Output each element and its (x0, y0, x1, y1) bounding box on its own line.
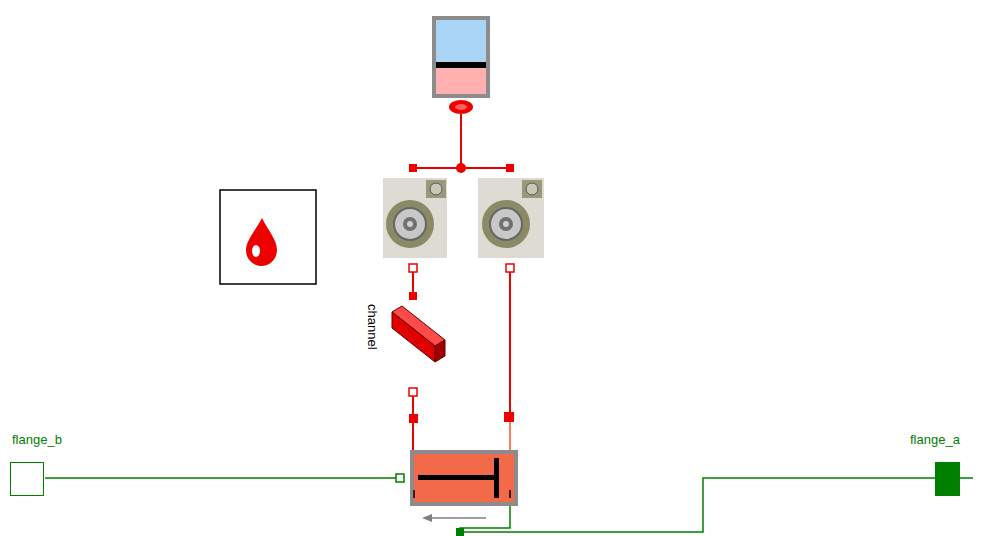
direction-arrow (422, 514, 432, 522)
medium-icon (252, 245, 260, 257)
pump-symbol (478, 178, 544, 258)
medium-icon (246, 218, 277, 266)
flange-wire (460, 478, 973, 532)
cylinder-symbol (396, 474, 404, 482)
cylinder-symbol (396, 450, 518, 506)
flange-wire (45, 477, 396, 479)
node-label: flange_a (910, 432, 960, 448)
cylinder-symbol (418, 475, 496, 480)
pump-symbol (478, 178, 544, 258)
fluid-port (409, 388, 417, 396)
tank-symbol (436, 20, 486, 62)
fluid-port (506, 164, 514, 172)
cylinder-symbol (410, 450, 518, 506)
medium-icon (220, 190, 316, 284)
fluid-port (506, 264, 514, 272)
tank-symbol (432, 16, 490, 114)
pump-symbol (490, 208, 522, 240)
fluid-port (456, 163, 466, 173)
direction-arrow (430, 517, 486, 519)
cylinder-symbol (509, 490, 511, 498)
pump-symbol (403, 217, 417, 231)
pump-symbol (386, 200, 434, 248)
medium-icon (220, 190, 316, 284)
channel-symbol (392, 306, 445, 362)
pump-symbol (522, 180, 542, 198)
flange-port (456, 528, 464, 536)
fluid-port (409, 264, 417, 272)
flange-wire (45, 478, 973, 532)
pump-symbol (499, 217, 513, 231)
pump-symbol (407, 221, 413, 227)
pump-symbol (526, 183, 538, 195)
fluid-pipe (413, 114, 510, 450)
node-label: channel (364, 304, 380, 350)
channel-symbol (392, 312, 435, 362)
fluid-pipe (509, 420, 511, 450)
fluid-pipe (509, 268, 511, 420)
fluid-pipe (412, 420, 414, 450)
pump-symbol (426, 180, 446, 198)
fluid-port (409, 414, 418, 423)
cylinder-symbol (494, 458, 499, 498)
flange-node: flange_b (10, 432, 64, 490)
pump-symbol (383, 178, 447, 258)
pump-symbol (503, 221, 509, 227)
pump-symbol (430, 183, 442, 195)
node-label: flange_b (12, 432, 62, 448)
tank-symbol (449, 100, 473, 114)
channel-node: channel (360, 300, 450, 382)
tank-symbol (432, 16, 490, 98)
flange-port (10, 462, 44, 496)
flange-port (935, 462, 960, 496)
cylinder-symbol (413, 490, 415, 498)
fluid-pipe (460, 114, 462, 168)
cylinder-symbol (414, 454, 514, 502)
tank-symbol (455, 104, 467, 110)
pump-symbol (394, 208, 426, 240)
fluid-port (504, 412, 514, 422)
pump-symbol (482, 200, 530, 248)
fluid-port (409, 292, 417, 300)
pump-symbol (383, 178, 447, 258)
tank-symbol (436, 68, 486, 94)
flange-node: flange_a (908, 432, 962, 490)
channel-symbol (435, 340, 445, 362)
direction-arrow (422, 514, 486, 522)
tank-symbol (436, 62, 486, 68)
fluid-port (409, 164, 417, 172)
